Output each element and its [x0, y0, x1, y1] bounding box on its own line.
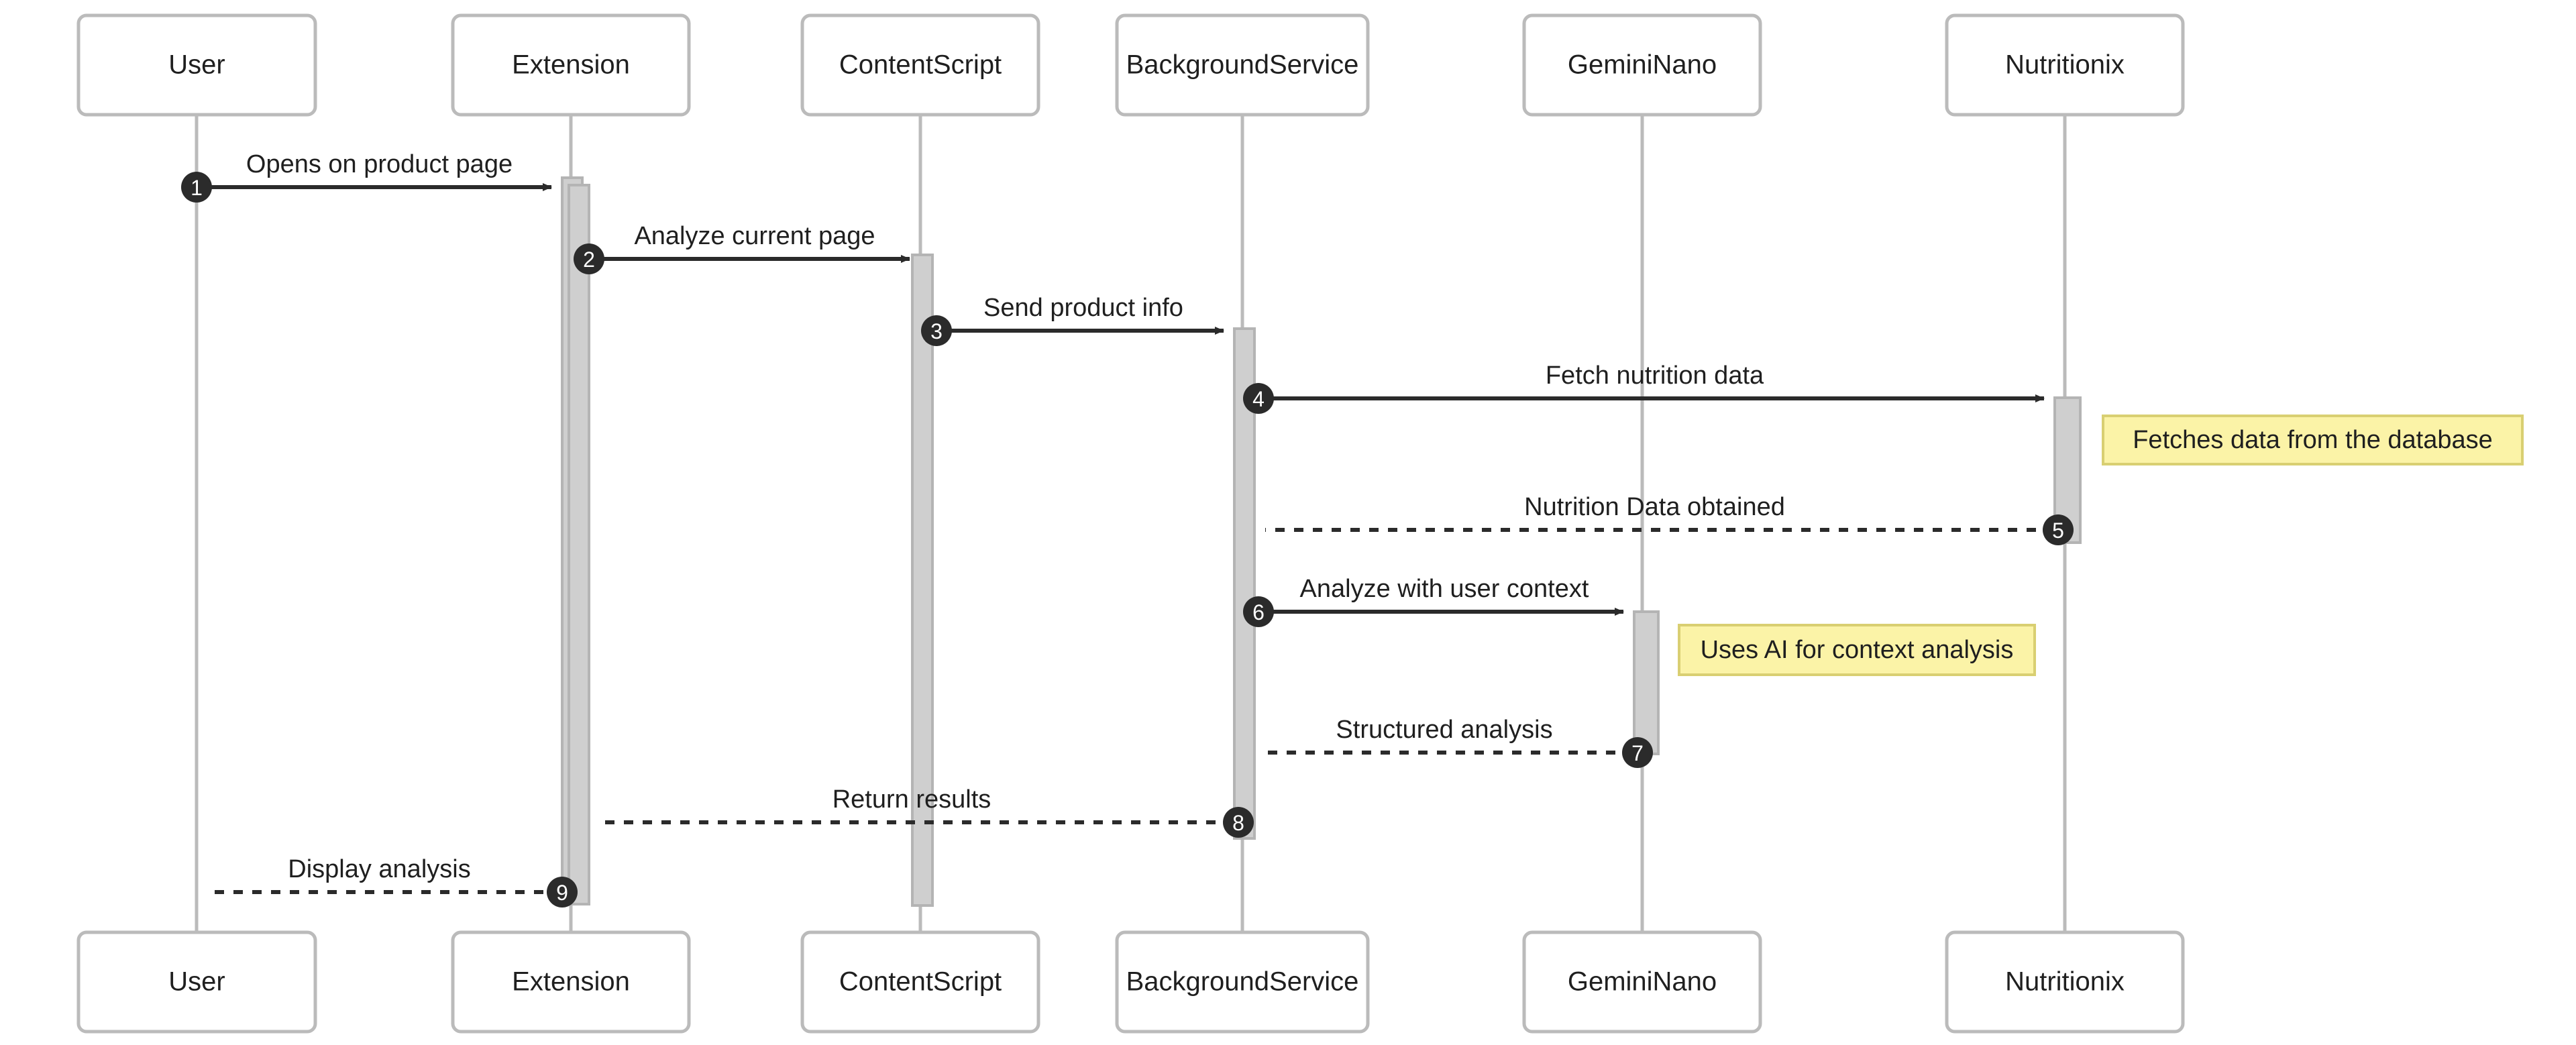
participant-label: User [168, 50, 225, 80]
participant-bottom-nutritionix[interactable]: Nutritionix [1945, 930, 2185, 1034]
badge-circle-icon [1243, 383, 1274, 414]
sequence-badge-3: 3 [921, 315, 952, 346]
sequence-badge-2: 2 [574, 243, 604, 274]
participant-top-contentscript[interactable]: ContentScript [800, 13, 1040, 117]
participant-box[interactable] [451, 13, 691, 117]
note-background [1678, 624, 2036, 676]
participant-label: User [168, 967, 225, 997]
participant-label: GeminiNano [1568, 50, 1717, 80]
participant-bottom-backgroundservice[interactable]: BackgroundService [1115, 930, 1370, 1034]
activation-bar-contentscript [911, 254, 934, 907]
note-background [2102, 415, 2524, 465]
participant-box[interactable] [800, 930, 1040, 1034]
participant-top-user[interactable]: User [76, 13, 317, 117]
activation-bar-gemininano [1633, 610, 1660, 755]
badge-number: 6 [1252, 600, 1265, 624]
badge-circle-icon [1223, 807, 1254, 838]
badges-layer: 1 2 3 4 5 6 7 8 9 [181, 172, 2074, 908]
sequence-badge-4: 4 [1243, 383, 1274, 414]
participant-box[interactable] [451, 930, 691, 1034]
badge-number: 1 [191, 176, 203, 200]
sequence-badge-1: 1 [181, 172, 212, 203]
participant-top-gemininano[interactable]: GeminiNano [1522, 13, 1762, 117]
participant-top-nutritionix[interactable]: Nutritionix [1945, 13, 2185, 117]
activations-layer [561, 176, 2082, 907]
badge-circle-icon [547, 877, 578, 908]
message-label-1: Opens on product page [246, 150, 513, 178]
participant-box[interactable] [1522, 930, 1762, 1034]
message-label-7: Structured analysis [1336, 716, 1552, 744]
participant-top-backgroundservice[interactable]: BackgroundService [1115, 13, 1370, 117]
badge-number: 2 [583, 248, 595, 272]
participant-box[interactable] [1522, 13, 1762, 117]
badge-circle-icon [1622, 737, 1653, 768]
participant-box[interactable] [1945, 930, 2185, 1034]
message-label-8: Return results [833, 785, 991, 814]
participant-box[interactable] [76, 13, 317, 117]
lifelines-layer [195, 115, 2067, 932]
sequence-badge-6: 6 [1243, 596, 1274, 627]
participant-bottom-gemininano[interactable]: GeminiNano [1522, 930, 1762, 1034]
badge-circle-icon [921, 315, 952, 346]
participant-bottom-extension[interactable]: Extension [451, 930, 691, 1034]
badge-number: 3 [930, 319, 943, 343]
participant-label: Extension [512, 967, 630, 997]
participant-box[interactable] [76, 930, 317, 1034]
activation-bar-backgroundservice [1233, 327, 1256, 840]
participant-label: ContentScript [839, 50, 1002, 80]
participant-bottom-user[interactable]: User [76, 930, 317, 1034]
badge-number: 8 [1232, 811, 1244, 835]
participant-label: Nutritionix [2005, 50, 2125, 80]
badge-number: 7 [1631, 741, 1644, 765]
participant-label: BackgroundService [1126, 967, 1359, 997]
sequence-badge-8: 8 [1223, 807, 1254, 838]
participant-box[interactable] [1115, 930, 1370, 1034]
sequence-badge-5: 5 [2043, 514, 2074, 545]
note-text: Fetches data from the database [2133, 426, 2493, 454]
badge-circle-icon [2043, 514, 2074, 545]
note-nutritionix: Fetches data from the database [2102, 415, 2524, 465]
message-label-2: Analyze current page [634, 222, 875, 250]
participant-bottom-contentscript[interactable]: ContentScript [800, 930, 1040, 1034]
badge-circle-icon [181, 172, 212, 203]
participant-top-extension[interactable]: Extension [451, 13, 691, 117]
note-gemininano: Uses AI for context analysis [1678, 624, 2036, 676]
participant-box[interactable] [1945, 13, 2185, 117]
message-label-6: Analyze with user context [1300, 575, 1589, 603]
message-label-3: Send product info [983, 294, 1183, 322]
badge-number: 5 [2052, 518, 2064, 543]
participant-label: GeminiNano [1568, 967, 1717, 997]
participant-label: Extension [512, 50, 630, 80]
participant-box[interactable] [800, 13, 1040, 117]
participant-label: ContentScript [839, 967, 1002, 997]
badge-number: 4 [1252, 387, 1265, 411]
participant-label: BackgroundService [1126, 50, 1359, 80]
message-label-9: Display analysis [288, 855, 470, 883]
activation-bar-extension [568, 184, 590, 905]
message-label-5: Nutrition Data obtained [1524, 493, 1785, 521]
sequence-badge-7: 7 [1622, 737, 1653, 768]
participant-box[interactable] [1115, 13, 1370, 117]
note-text: Uses AI for context analysis [1701, 636, 2014, 664]
badge-circle-icon [574, 243, 604, 274]
badge-circle-icon [1243, 596, 1274, 627]
message-label-4: Fetch nutrition data [1546, 362, 1764, 390]
sequence-badge-9: 9 [547, 877, 578, 908]
participant-label: Nutritionix [2005, 967, 2125, 997]
badge-number: 9 [556, 881, 568, 905]
